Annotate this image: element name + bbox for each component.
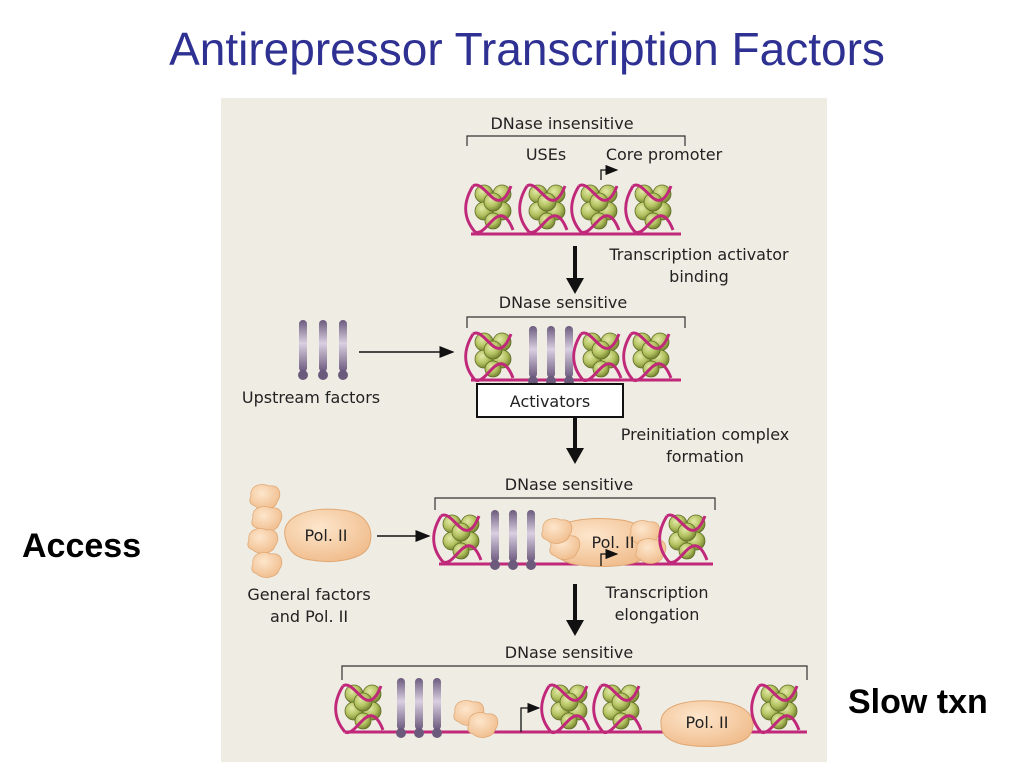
step3-arrowhead-icon [566,620,584,636]
upstream-factors-icon [298,320,348,380]
step3-label-line1: Transcription [605,583,709,602]
uses-label: USEs [526,145,566,164]
activators-label: Activators [510,392,590,411]
access-label: Access [22,527,142,565]
stage1-bracket [466,135,686,146]
stage4-tss-arrow-icon [520,702,541,732]
general-factors-label-line2: and Pol. II [270,607,348,626]
stage1-chromatin [464,183,681,236]
core-promoter-label: Core promoter [606,145,723,164]
step2-label-line2: formation [666,447,744,466]
step2-arrowhead-icon [566,448,584,464]
pol-ii-shape [284,508,372,562]
activators-box [476,383,624,418]
step1-arrowhead-icon [566,278,584,294]
stage4-chromatin [334,678,807,747]
slide-title: Antirepressor Transcription Factors [169,23,885,75]
stage3-chromatin [432,510,713,570]
stage2-chromatin [464,326,681,386]
step3-label-line2: elongation [615,605,700,624]
stage2-bracket-label: DNase sensitive [499,293,628,312]
chromatin-remodeling-figure: DNase insensitive USEs Core promoter Tra… [221,98,827,762]
stage3-bracket [434,497,716,510]
figure-canvas: DNase insensitive USEs Core promoter Tra… [242,114,808,747]
step2-label-line1: Preinitiation complex [621,425,790,444]
general-factors-icon [247,484,283,578]
tss-arrow-icon [600,164,619,180]
stage2-bracket [466,316,686,328]
step1-label-line1: Transcription activator [608,245,789,264]
stage4-bracket-label: DNase sensitive [505,643,634,662]
step1-label-line2: binding [669,267,729,286]
stage3-bracket-label: DNase sensitive [505,475,634,494]
pol-ii-label: Pol. II [305,526,348,545]
general-factors-label-line1: General factors [247,585,370,604]
stage3-tss-arrow-icon [600,548,619,566]
stage4-pol-ii-label: Pol. II [686,713,729,732]
stage4-bracket [341,665,808,680]
slow-txn-label: Slow txn [848,683,988,721]
stage1-bracket-label: DNase insensitive [490,114,633,133]
upstream-factors-label: Upstream factors [242,388,380,407]
bound-pol-ii-label: Pol. II [592,533,635,552]
